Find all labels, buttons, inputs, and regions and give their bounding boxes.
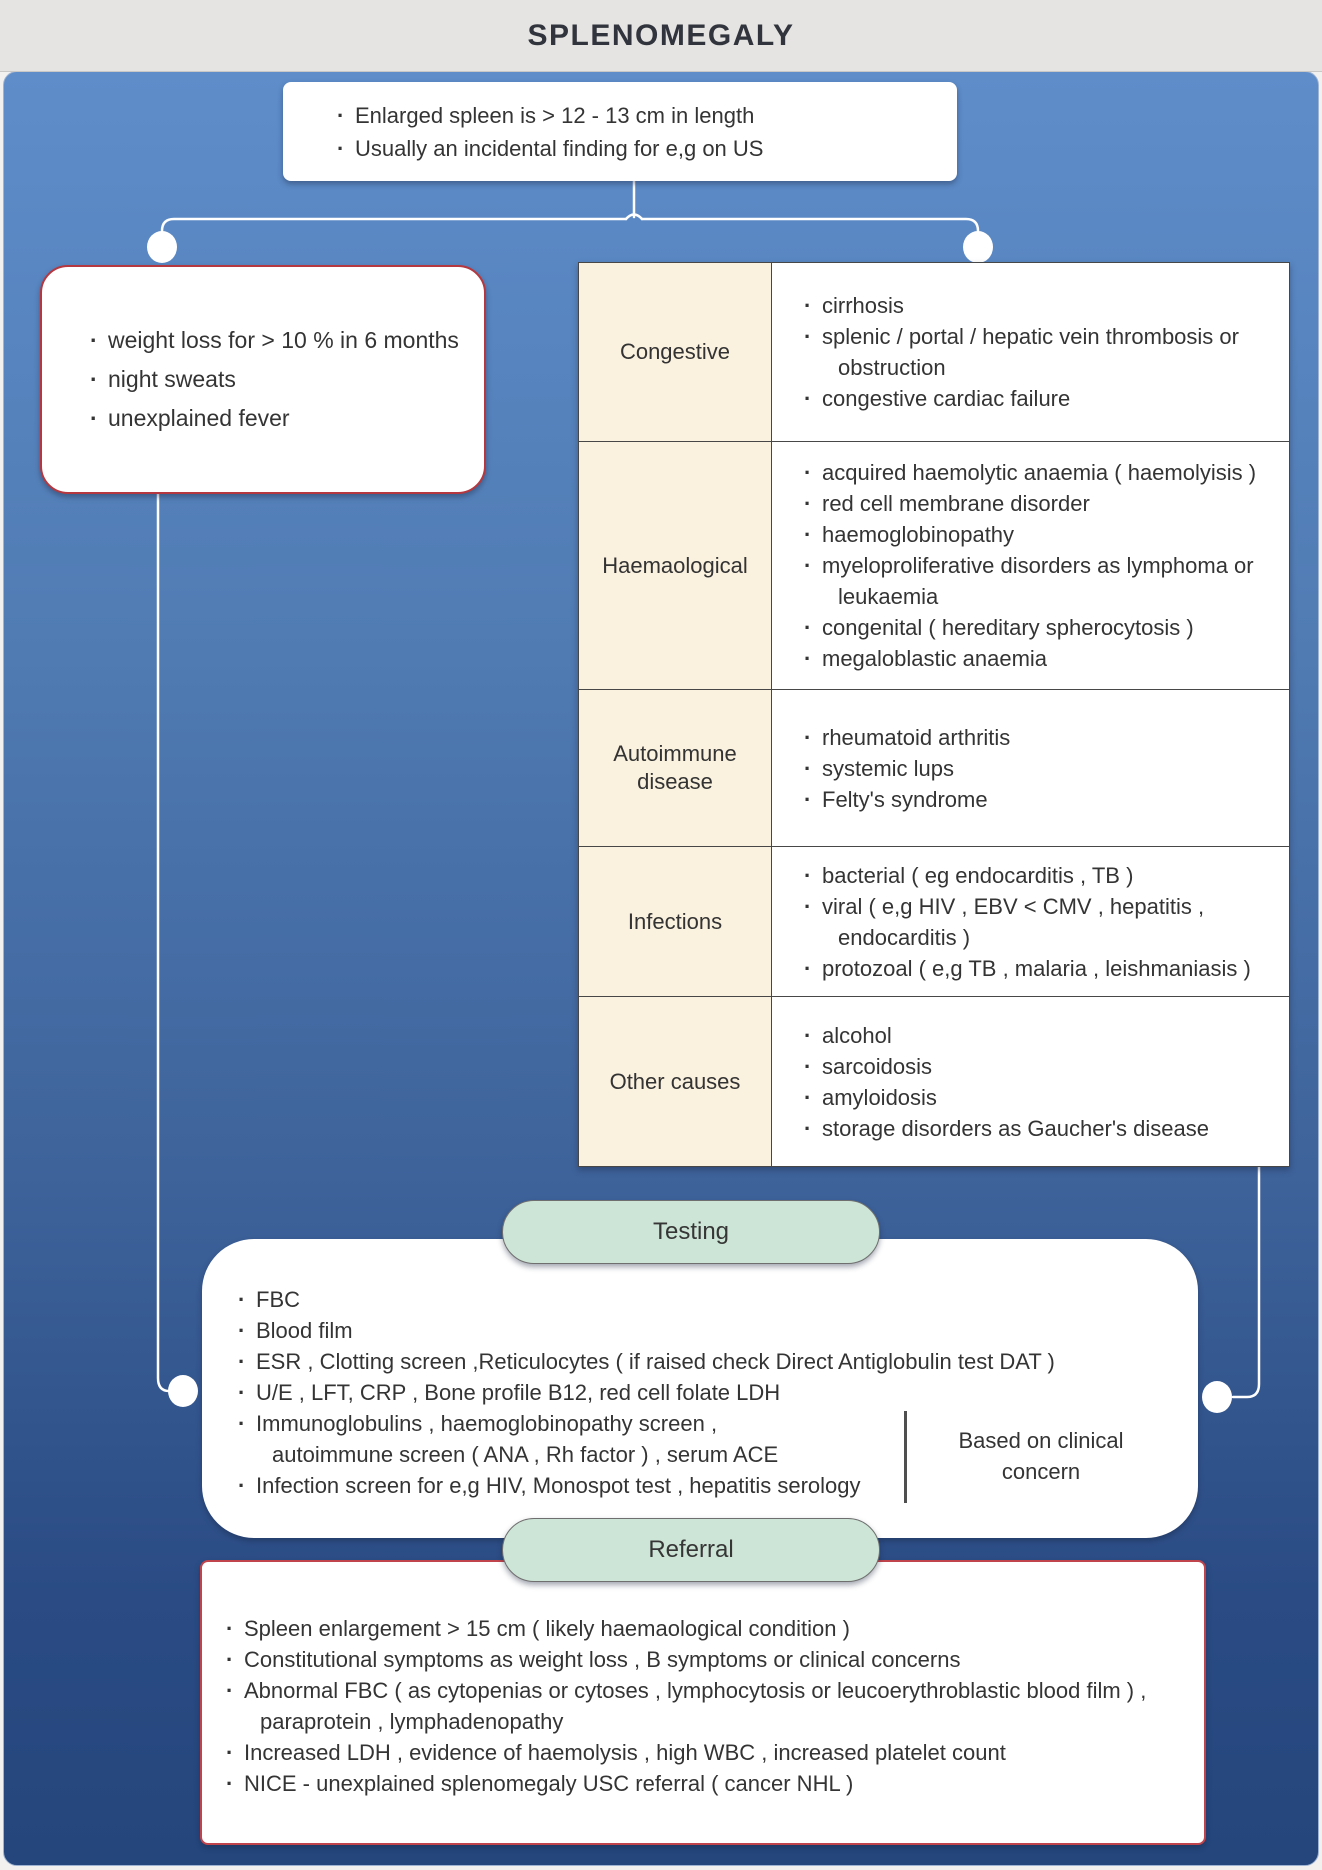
testing-item: ESR , Clotting screen ,Reticulocytes ( i… [232,1346,1055,1377]
cause-item: amyloidosis [798,1082,1279,1113]
referral-box: Spleen enlargement > 15 cm ( likely haem… [200,1560,1206,1845]
red-flags-list: weight loss for > 10 % in 6 months night… [42,321,459,438]
referral-item: Spleen enlargement > 15 cm ( likely haem… [220,1613,1146,1644]
row-label: Autoimmune disease [579,690,772,846]
testing-item-continuation: autoimmune screen ( ANA , Rh factor ) , … [272,1442,779,1467]
cause-item: acquired haemolytic anaemia ( haemolyisi… [798,457,1279,488]
cause-item: haemoglobinopathy [798,519,1279,550]
table-row-congestive: Congestive cirrhosis splenic / portal / … [579,263,1289,441]
testing-list: FBC Blood film ESR , Clotting screen ,Re… [232,1284,1055,1501]
referral-list: Spleen enlargement > 15 cm ( likely haem… [220,1613,1146,1799]
causes-table: Congestive cirrhosis splenic / portal / … [578,262,1290,1167]
table-row-infections: Infections bacterial ( eg endocarditis ,… [579,846,1289,996]
cause-item: bacterial ( eg endocarditis , TB ) [798,860,1279,891]
table-row-autoimmune: Autoimmune disease rheumatoid arthritis … [579,689,1289,846]
testing-box: FBC Blood film ESR , Clotting screen ,Re… [202,1239,1198,1538]
cause-item: Felty's syndrome [798,784,1279,815]
cause-item: congestive cardiac failure [798,383,1279,414]
testing-item: FBC [232,1284,1055,1315]
cause-item: congenital ( hereditary spherocytosis ) [798,612,1279,643]
page-title: SPLENOMEGALY [527,18,795,52]
cause-item: cirrhosis [798,290,1279,321]
row-label: Haemaological [579,442,772,689]
cause-item: red cell membrane disorder [798,488,1279,519]
cause-item: storage disorders as Gaucher's disease [798,1113,1279,1144]
row-content: acquired haemolytic anaemia ( haemolyisi… [772,442,1289,689]
title-bar: SPLENOMEGALY [0,0,1322,72]
testing-item: Immunoglobulins , haemoglobinopathy scre… [232,1408,1055,1439]
referral-item: Abnormal FBC ( as cytopenias or cytoses … [220,1675,1146,1706]
referral-item-continuation: paraprotein , lymphadenopathy [260,1709,564,1734]
row-content: cirrhosis splenic / portal / hepatic vei… [772,263,1289,441]
referral-pill-label: Referral [648,1536,734,1563]
red-flag-item: night sweats [84,360,459,399]
row-content: bacterial ( eg endocarditis , TB ) viral… [772,847,1289,996]
referral-pill: Referral [502,1518,880,1582]
definition-box: Enlarged spleen is > 12 - 13 cm in lengt… [283,82,957,181]
cause-item: protozoal ( e,g TB , malaria , leishmani… [798,953,1279,984]
referral-item: Increased LDH , evidence of haemolysis ,… [220,1737,1146,1768]
referral-item: Constitutional symptoms as weight loss ,… [220,1644,1146,1675]
row-label: Congestive [579,263,772,441]
referral-item: NICE - unexplained splenomegaly USC refe… [220,1768,1146,1799]
cause-item: rheumatoid arthritis [798,722,1279,753]
table-row-haemaological: Haemaological acquired haemolytic anaemi… [579,441,1289,689]
definition-list: Enlarged spleen is > 12 - 13 cm in lengt… [283,99,763,165]
table-row-other-causes: Other causes alcohol sarcoidosis amyloid… [579,996,1289,1166]
cause-item: splenic / portal / hepatic vein thrombos… [798,321,1279,352]
testing-item: U/E , LFT, CRP , Bone profile B12, red c… [232,1377,1055,1408]
testing-item: Blood film [232,1315,1055,1346]
testing-pill: Testing [502,1200,880,1264]
cause-item: alcohol [798,1020,1279,1051]
cause-item: megaloblastic anaemia [798,643,1279,674]
cause-item-continuation: endocarditis ) [838,924,971,950]
cause-item-continuation: obstruction [838,355,946,380]
row-content: rheumatoid arthritis systemic lups Felty… [772,690,1289,846]
row-label: Infections [579,847,772,996]
cause-item: systemic lups [798,753,1279,784]
cause-item: sarcoidosis [798,1051,1279,1082]
definition-item: Enlarged spleen is > 12 - 13 cm in lengt… [331,99,763,132]
row-content: alcohol sarcoidosis amyloidosis storage … [772,997,1289,1166]
row-label: Other causes [579,997,772,1166]
red-flag-item: weight loss for > 10 % in 6 months [84,321,459,360]
red-flag-item: unexplained fever [84,399,459,438]
cause-item: viral ( e,g HIV , EBV < CMV , hepatitis … [798,891,1279,922]
testing-item: Infection screen for e,g HIV, Monospot t… [232,1470,1055,1501]
cause-item-continuation: leukaemia [838,584,939,609]
testing-note-divider [904,1411,907,1503]
red-flags-box: weight loss for > 10 % in 6 months night… [40,265,486,494]
cause-item: myeloproliferative disorders as lymphoma… [798,550,1279,581]
definition-item: Usually an incidental finding for e,g on… [331,132,763,165]
testing-note: Based on clinical concern [958,1428,1124,1484]
testing-pill-label: Testing [652,1218,730,1245]
